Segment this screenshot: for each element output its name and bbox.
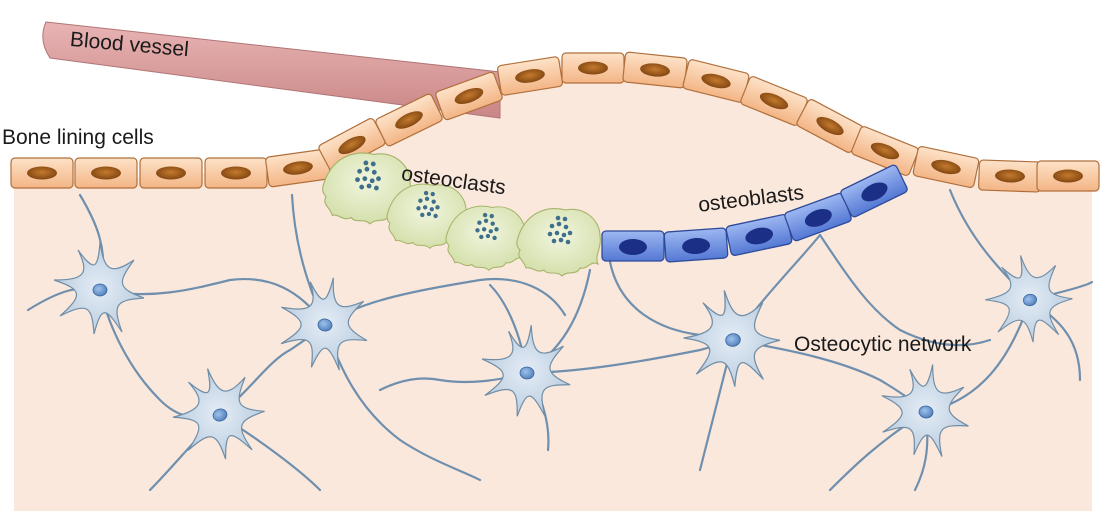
lining-cell-nucleus bbox=[27, 167, 57, 180]
osteoclast-nucleus bbox=[562, 233, 567, 238]
osteoclast-nucleus bbox=[555, 231, 560, 236]
osteoclast-nucleus bbox=[370, 178, 375, 183]
osteoclast-nucleus bbox=[494, 227, 498, 231]
osteoclast-nucleus bbox=[564, 225, 569, 230]
osteoclast-nucleus bbox=[374, 186, 379, 191]
osteoclast-nucleus bbox=[365, 167, 370, 172]
osteoclast-nucleus bbox=[367, 184, 372, 189]
osteoclast-nucleus bbox=[359, 185, 364, 190]
osteoclast-nucleus bbox=[355, 177, 360, 182]
lining-cell bbox=[140, 158, 202, 188]
osteoclast bbox=[517, 209, 600, 276]
lining-cell bbox=[11, 158, 73, 188]
osteoclast-nucleus bbox=[556, 216, 561, 221]
lining-cell-nucleus bbox=[91, 167, 121, 180]
osteoclast-nucleus bbox=[566, 240, 571, 245]
osteoclast-nucleus bbox=[563, 217, 568, 222]
osteoclast-nucleus bbox=[357, 169, 362, 174]
lining-cell-nucleus bbox=[578, 62, 608, 75]
lining-cell bbox=[75, 158, 137, 188]
osteoclast-nucleus bbox=[486, 234, 490, 238]
osteoclast-nucleus bbox=[424, 191, 428, 195]
osteoclast-nucleus bbox=[420, 213, 424, 217]
osteocytic-network-label: Osteocytic network bbox=[794, 334, 971, 355]
osteoclast-nucleus bbox=[362, 176, 367, 181]
lining-cell-nucleus bbox=[221, 167, 251, 180]
osteoclast-nucleus bbox=[559, 238, 564, 243]
lining-cell bbox=[1037, 161, 1099, 191]
osteoclast-nucleus bbox=[376, 176, 381, 181]
osteoclast-nucleus bbox=[431, 192, 435, 196]
osteoclast-nucleus bbox=[372, 170, 377, 175]
lining-cell bbox=[623, 52, 688, 88]
osteoclast-nucleus bbox=[427, 212, 431, 216]
lining-cell bbox=[205, 158, 267, 188]
osteoclast-nucleus bbox=[482, 227, 486, 231]
osteoclast bbox=[446, 206, 525, 270]
lining-cell bbox=[978, 160, 1041, 192]
osteoclast-nucleus bbox=[490, 214, 494, 218]
osteoblast-nucleus bbox=[619, 239, 647, 255]
osteoclast-nucleus bbox=[363, 160, 368, 165]
osteoclast-nucleus bbox=[491, 221, 495, 225]
osteoclast-nucleus bbox=[489, 229, 493, 233]
osteoclast-nucleus bbox=[568, 231, 573, 236]
osteoclast-nucleus bbox=[423, 205, 427, 209]
osteoclast-nucleus bbox=[479, 235, 483, 239]
osteoclast-nucleus bbox=[484, 219, 488, 223]
lining-cell bbox=[562, 53, 624, 83]
osteoclast-nucleus bbox=[550, 224, 555, 229]
osteocyte-nucleus bbox=[93, 284, 107, 296]
osteoclast-nucleus bbox=[548, 232, 553, 237]
bone-matrix bbox=[14, 58, 1092, 511]
osteoclast-nucleus bbox=[483, 213, 487, 217]
osteoblast bbox=[602, 231, 664, 261]
osteoblast bbox=[664, 228, 728, 262]
osteoclast-nucleus bbox=[418, 199, 422, 203]
osteoclast-nucleus bbox=[475, 228, 479, 232]
osteoclast-nucleus bbox=[433, 214, 437, 218]
bone-lining-cells-label: Bone lining cells bbox=[2, 127, 154, 148]
osteoclast-nucleus bbox=[432, 199, 436, 203]
osteoclast-nucleus bbox=[492, 236, 496, 240]
osteoclast-nucleus bbox=[435, 205, 439, 209]
osteoclast-nucleus bbox=[552, 239, 557, 244]
osteoclast-nucleus bbox=[425, 197, 429, 201]
osteoclast-nucleus bbox=[371, 162, 376, 167]
osteoclast-nucleus bbox=[416, 206, 420, 210]
osteoclast-nucleus bbox=[430, 207, 434, 211]
osteoclast-nucleus bbox=[477, 221, 481, 225]
lining-cell-nucleus bbox=[156, 167, 186, 180]
lining-cell-nucleus bbox=[1053, 170, 1083, 183]
osteoclast-nucleus bbox=[557, 222, 562, 227]
